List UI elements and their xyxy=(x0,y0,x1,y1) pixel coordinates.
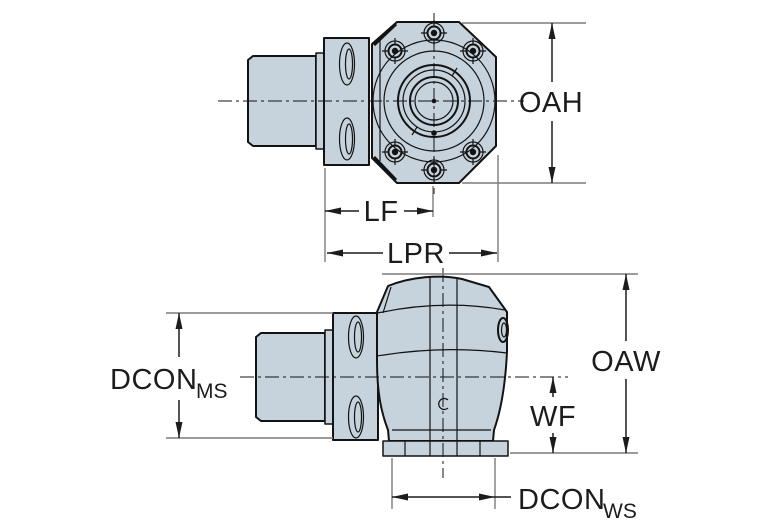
flange-slot-lower-inner xyxy=(353,401,363,433)
dimension-wf: WF xyxy=(530,377,576,453)
flange-slot-top xyxy=(338,42,356,86)
dcon-ms-subscript: MS xyxy=(196,380,228,403)
wf-arrow-up xyxy=(549,377,557,393)
head-left-facet xyxy=(382,286,392,314)
screw-top-left xyxy=(382,38,408,64)
oah-arrow-up xyxy=(548,23,556,39)
head-foot xyxy=(382,440,509,457)
oaw-label: OAW xyxy=(591,346,661,378)
lf-arrow-right xyxy=(417,207,433,215)
dimension-oaw: OAW xyxy=(382,273,661,454)
reference-mark xyxy=(438,397,449,411)
dimension-lpr: LPR xyxy=(327,155,499,270)
dcon-ws-arrow-right xyxy=(479,493,495,501)
dimension-oah: OAH xyxy=(462,22,586,184)
flange-slot-upper-inner xyxy=(353,321,363,353)
wf-label: WF xyxy=(530,401,576,433)
dimension-lf: LF xyxy=(324,168,434,262)
dcon-ms-label: DCON xyxy=(110,364,197,396)
dcon-ws-label: DCON xyxy=(518,484,605,516)
mounting-screws xyxy=(382,20,486,183)
screw-top-center xyxy=(421,20,447,46)
chamfer-bottom-left xyxy=(372,155,398,182)
lf-label: LF xyxy=(364,196,399,228)
lf-arrow-left xyxy=(325,207,341,215)
dimension-dcon-ws: DCON WS xyxy=(391,458,637,523)
lpr-arrow-left xyxy=(327,249,343,257)
keyway-tick-upper xyxy=(451,67,458,77)
flange-slot-lower xyxy=(347,395,365,439)
lpr-label: LPR xyxy=(387,238,445,270)
dcon-ms-arrow-down xyxy=(175,422,183,438)
flange-slot-upper xyxy=(347,315,365,359)
dimension-dcon-ms: DCON MS xyxy=(110,312,333,439)
top-view xyxy=(240,268,568,478)
oah-arrow-down xyxy=(548,167,556,183)
screw-bottom-left xyxy=(382,139,408,165)
flange-slot-bottom xyxy=(338,117,356,161)
screw-bottom-right xyxy=(460,139,486,165)
side-set-screw xyxy=(497,317,509,343)
flange-slot-top-inner xyxy=(344,48,354,80)
screw-top-right xyxy=(460,38,486,64)
oah-label: OAH xyxy=(519,87,583,119)
chamfer-top-left xyxy=(372,22,398,47)
head-contour-upper xyxy=(377,304,506,314)
flange-slot-bottom-inner xyxy=(344,123,354,155)
oaw-arrow-down xyxy=(622,437,630,453)
lpr-arrow-right xyxy=(481,249,497,257)
head-body xyxy=(376,275,508,442)
wf-arrow-down xyxy=(549,437,557,453)
front-view xyxy=(218,13,524,194)
dcon-ws-arrow-left xyxy=(392,493,408,501)
dcon-ms-arrow-up xyxy=(175,313,183,329)
side-set-screw-inner xyxy=(500,322,508,338)
oaw-arrow-up xyxy=(622,274,630,290)
dcon-ws-subscript: WS xyxy=(603,500,637,523)
keyway-tick-lower xyxy=(411,126,418,136)
